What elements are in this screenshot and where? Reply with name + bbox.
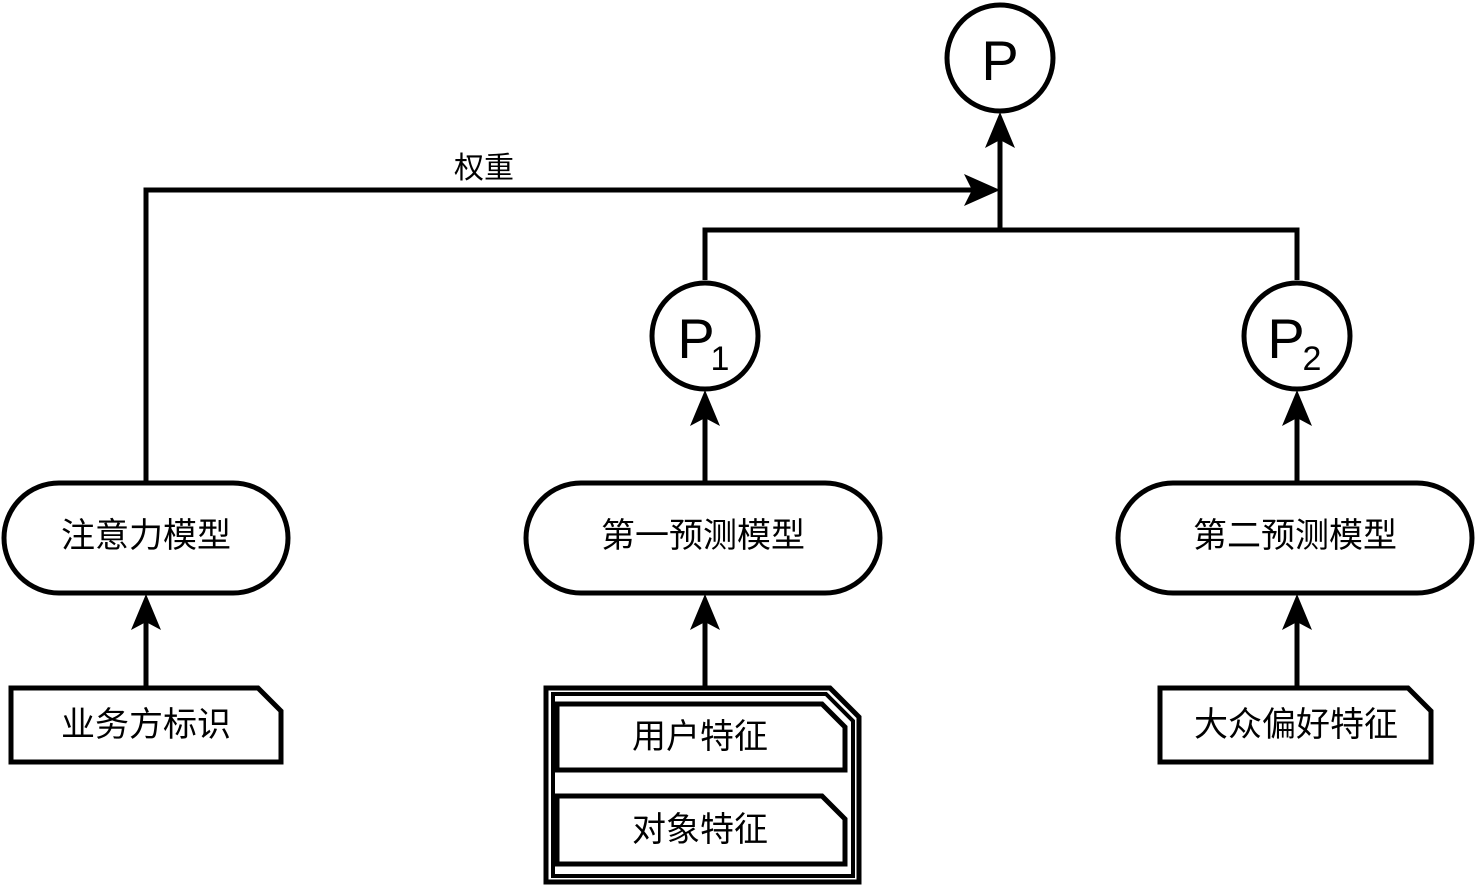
output-node-p1: P 1	[649, 280, 761, 392]
output-node-p2-subscript: 2	[1303, 340, 1322, 378]
p2-arrowhead	[1282, 390, 1312, 426]
first-model-node: 第一预测模型	[523, 480, 883, 596]
second-model-node: 第二预测模型	[1115, 480, 1475, 596]
weight-label: 权重	[454, 151, 514, 186]
user-features-label: 用户特征	[632, 717, 768, 757]
weight-connector	[143, 187, 972, 482]
output-node-p-label: P	[981, 29, 1018, 92]
public-pref-label: 大众偏好特征	[1194, 705, 1398, 745]
object-features-input: 对象特征	[554, 793, 848, 867]
attention-model-node: 注意力模型	[1, 480, 291, 596]
output-node-p1-subscript: 1	[711, 340, 730, 378]
business-id-label: 业务方标识	[61, 705, 231, 745]
output-node-p2: P 2	[1241, 280, 1353, 392]
object-features-label: 对象特征	[632, 810, 768, 850]
second-model-label: 第二预测模型	[1193, 516, 1397, 556]
output-node-p1-label: P	[677, 307, 714, 370]
output-node-p: P	[944, 2, 1056, 114]
output-node-p2-label: P	[1267, 307, 1304, 370]
p1-arrowhead	[690, 390, 720, 426]
connectors	[131, 112, 1312, 688]
combine-bus	[702, 227, 1300, 280]
feature-group: 用户特征 对象特征	[543, 685, 862, 885]
first-model-label: 第一预测模型	[601, 516, 805, 556]
p-arrowhead	[985, 112, 1015, 148]
output-node-p2-letter: P	[1267, 307, 1304, 370]
weight-arrowhead	[964, 174, 1000, 206]
user-features-input: 用户特征	[554, 701, 848, 773]
public-pref-input: 大众偏好特征	[1157, 685, 1434, 765]
second-model-arrowhead	[1282, 594, 1312, 630]
first-model-arrowhead	[690, 594, 720, 630]
business-id-input: 业务方标识	[8, 685, 284, 765]
output-node-p1-letter: P	[677, 307, 714, 370]
attention-arrowhead	[131, 594, 161, 630]
attention-model-label: 注意力模型	[61, 516, 231, 556]
